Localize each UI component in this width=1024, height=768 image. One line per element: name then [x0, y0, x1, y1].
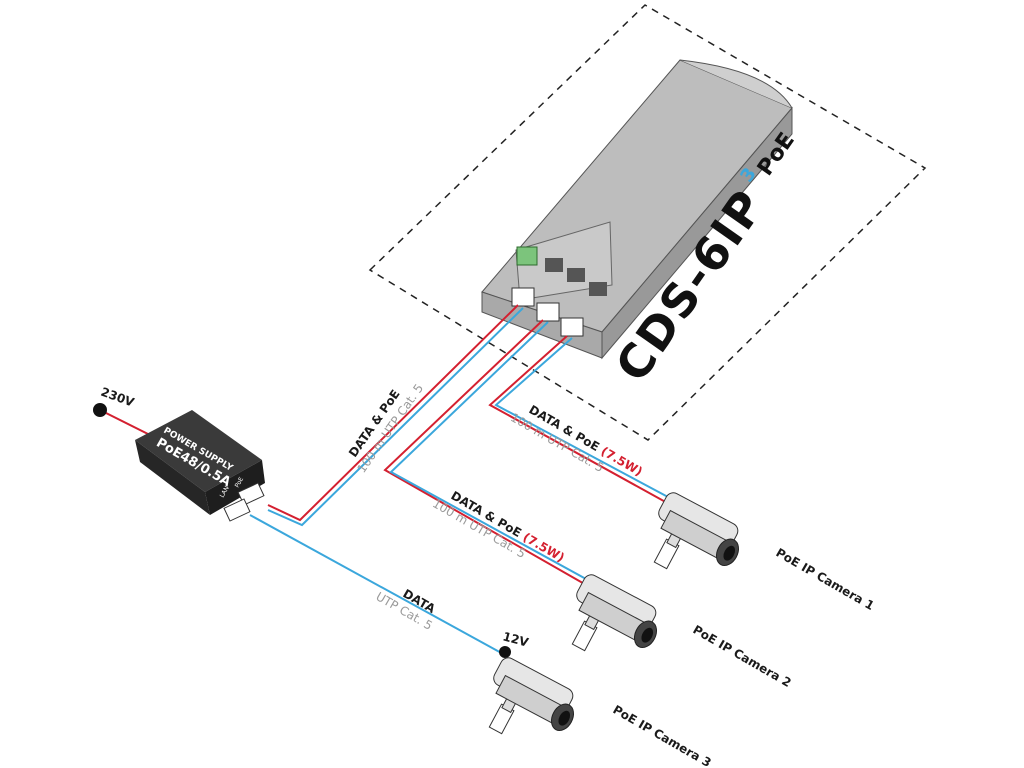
camera3-power-dot: [499, 646, 511, 658]
rj45-plug: [536, 302, 560, 322]
camera1-label: PoE IP Camera 1: [774, 545, 877, 613]
ip-camera-1: [653, 492, 739, 570]
camera2-cable-blue: [389, 321, 598, 586]
ethernet-port: [545, 258, 563, 272]
uplink-cable-red: [267, 304, 519, 522]
power-supply: POWER SUPPLY PoE48/0.5A LAN PoE: [135, 410, 265, 522]
camera3-label: PoE IP Camera 3: [611, 702, 714, 768]
switch-boundary: [368, 4, 927, 441]
power-terminal: [516, 246, 538, 266]
camera2-cable-red: [383, 319, 596, 591]
ethernet-port: [589, 282, 607, 296]
camera3-data-cable: [249, 514, 506, 656]
ip-camera-2: [571, 574, 657, 652]
poe-switch: [481, 59, 793, 360]
svg-text:PoE: PoE: [234, 476, 246, 489]
rj45-plug: [223, 498, 251, 522]
camera1-cable-red: [488, 335, 681, 511]
ip-camera-3: [488, 657, 574, 735]
camera3-cable-label: DATA UTP Cat. 5: [373, 586, 438, 632]
power-cable: [99, 409, 151, 436]
ethernet-port: [567, 268, 585, 282]
camera1-cable-blue: [494, 337, 684, 506]
rj45-plug: [560, 317, 584, 337]
rj45-plug: [511, 287, 535, 307]
camera3-power-label: 12V: [501, 629, 530, 649]
power-input-dot: [93, 403, 107, 417]
uplink-cable-blue: [267, 307, 524, 527]
camera2-label: PoE IP Camera 2: [691, 622, 794, 690]
cables: [99, 304, 684, 656]
uplink-cable-label: DATA & PoE 100 m UTP Cat. 5: [346, 381, 426, 475]
